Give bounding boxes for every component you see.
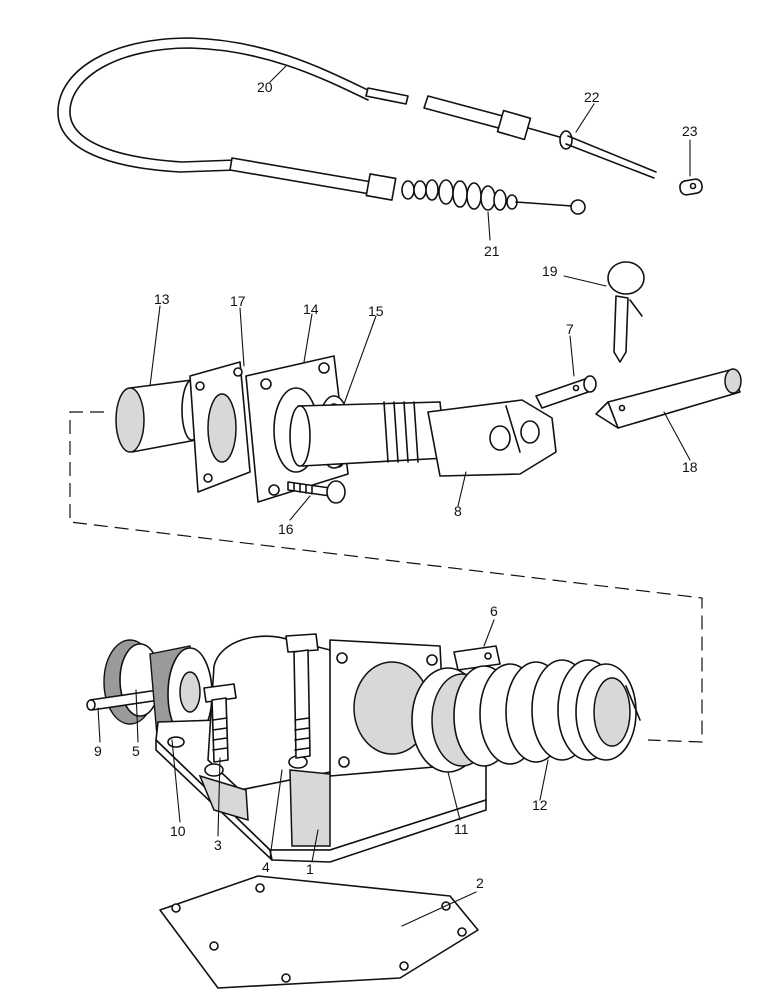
part-labels: 20 22 23 21 19 13 17 14 15 7 18 8 16 6 9… — [94, 79, 698, 891]
label-10: 10 — [170, 823, 186, 839]
alignment-line — [69, 411, 703, 743]
spindle-assembly — [115, 261, 742, 521]
label-23: 23 — [682, 123, 698, 139]
bush-13 — [115, 379, 203, 453]
label-16: 16 — [278, 521, 294, 537]
label-14: 14 — [303, 301, 319, 317]
label-4: 4 — [262, 859, 270, 875]
label-19: 19 — [542, 263, 558, 279]
label-8: 8 — [454, 503, 462, 519]
label-11: 11 — [454, 821, 469, 837]
bolt-16 — [287, 480, 346, 504]
label-13: 13 — [154, 291, 170, 307]
label-17: 17 — [230, 293, 246, 309]
label-9: 9 — [94, 743, 102, 759]
bolt-4 — [285, 633, 319, 759]
gasket-2 — [159, 875, 479, 989]
label-15: 15 — [368, 303, 384, 319]
label-1: 1 — [306, 861, 314, 877]
housing-assembly — [86, 619, 641, 863]
gasket-17 — [189, 361, 251, 493]
label-2: 2 — [476, 875, 484, 891]
label-12: 12 — [532, 797, 548, 813]
spring-12 — [453, 659, 641, 767]
label-21: 21 — [484, 243, 500, 259]
spring-21 — [401, 179, 518, 211]
label-20: 20 — [257, 79, 273, 95]
clip-23 — [679, 178, 703, 196]
label-6: 6 — [490, 603, 498, 619]
control-cable — [57, 37, 703, 241]
pin-6 — [453, 645, 501, 671]
label-18: 18 — [682, 459, 698, 475]
bolt-3 — [203, 683, 237, 763]
label-5: 5 — [132, 743, 140, 759]
spindle-8 — [289, 399, 557, 477]
label-22: 22 — [584, 89, 600, 105]
pin-7 — [535, 375, 597, 409]
linch-pin-19 — [607, 261, 645, 363]
label-3: 3 — [214, 837, 222, 853]
pin-18 — [595, 368, 742, 429]
cup-5 — [103, 639, 161, 725]
label-7: 7 — [566, 321, 574, 337]
